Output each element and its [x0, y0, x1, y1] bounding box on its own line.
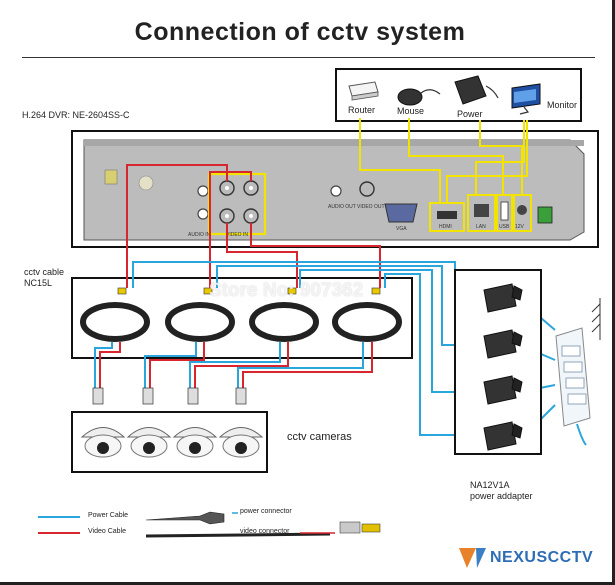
store-watermark: Store No: 907362 [209, 280, 364, 301]
cable-label: cctv cable NC15L [24, 267, 64, 289]
legend-video-connector-label: video connector [240, 528, 290, 535]
peripheral-wires [359, 118, 528, 203]
audio-out-connector [330, 185, 342, 197]
dome-camera-1 [80, 427, 126, 458]
video-out-label: VIDEO OUT [357, 204, 385, 210]
usb-highlight [496, 194, 513, 232]
cable-label-line1: cctv cable [24, 267, 65, 277]
title-underline [22, 57, 595, 58]
cable-connectors [117, 287, 381, 295]
dvr-model-label: H.264 DVR: NE-2604SS-C [22, 110, 130, 120]
audio-out-label: AUDIO OUT [328, 204, 356, 210]
cable-coils [80, 302, 402, 342]
page-title: Connection of cctv system [134, 18, 466, 46]
vga-label: VGA [396, 226, 407, 232]
lan-highlight [467, 194, 496, 232]
adapter-label-line2: power addapter [470, 491, 533, 501]
dome-camera-3 [172, 427, 218, 458]
cable-label-line2: NC15L [24, 278, 53, 288]
dc12v-label: 12V [515, 224, 525, 230]
hdmi-port [437, 211, 457, 219]
wall-hatch [591, 298, 601, 340]
legend-power-connector-label: power connector [240, 508, 292, 515]
lan-label: LAN [476, 224, 486, 230]
dome-camera-4 [218, 427, 264, 458]
mouse-icon [397, 88, 441, 106]
usb-label: USB [499, 224, 510, 230]
audio-in-connectors [197, 185, 209, 220]
brand-name: NEXUSCCTV [490, 549, 594, 566]
power-strip [555, 327, 591, 446]
terminal-block [537, 206, 553, 224]
lan-port [474, 204, 489, 217]
adapter-plugs [511, 285, 523, 439]
cameras-label: cctv cameras [287, 431, 352, 443]
monitor-label: Monitor [547, 100, 577, 110]
video-cables [99, 164, 381, 388]
dome-camera-2 [126, 427, 172, 458]
mouse-label: Mouse [397, 106, 424, 116]
hdmi-label: HDMI [439, 224, 452, 230]
camera-leads [92, 387, 247, 405]
cable-box [71, 277, 413, 359]
audio-in-label: AUDIO IN [188, 232, 211, 238]
vga-port [384, 203, 418, 223]
dome-cameras [80, 427, 264, 458]
router-icon [348, 81, 379, 101]
dc-power-jack [517, 205, 527, 215]
legend-power-cable-label: Power Cable [88, 512, 129, 519]
video-in-label: VIDEO IN [226, 232, 248, 238]
qc-sticker [104, 169, 118, 185]
brand-logo-icon [459, 548, 486, 568]
power-label: Power [457, 109, 483, 119]
router-label: Router [348, 105, 375, 115]
usb-port [500, 201, 509, 221]
adapter-label: NA12V1A power addapter [470, 480, 533, 502]
adapter-label-line1: NA12V1A [470, 480, 510, 490]
monitor-icon [511, 83, 541, 115]
legend-video-cable-label: Video Cable [88, 528, 127, 535]
legend-connectors [145, 511, 381, 538]
video-out-connector [359, 181, 375, 197]
sticker-round [138, 175, 154, 191]
power-adapter-icon [454, 75, 499, 105]
power-adapters [483, 283, 517, 451]
